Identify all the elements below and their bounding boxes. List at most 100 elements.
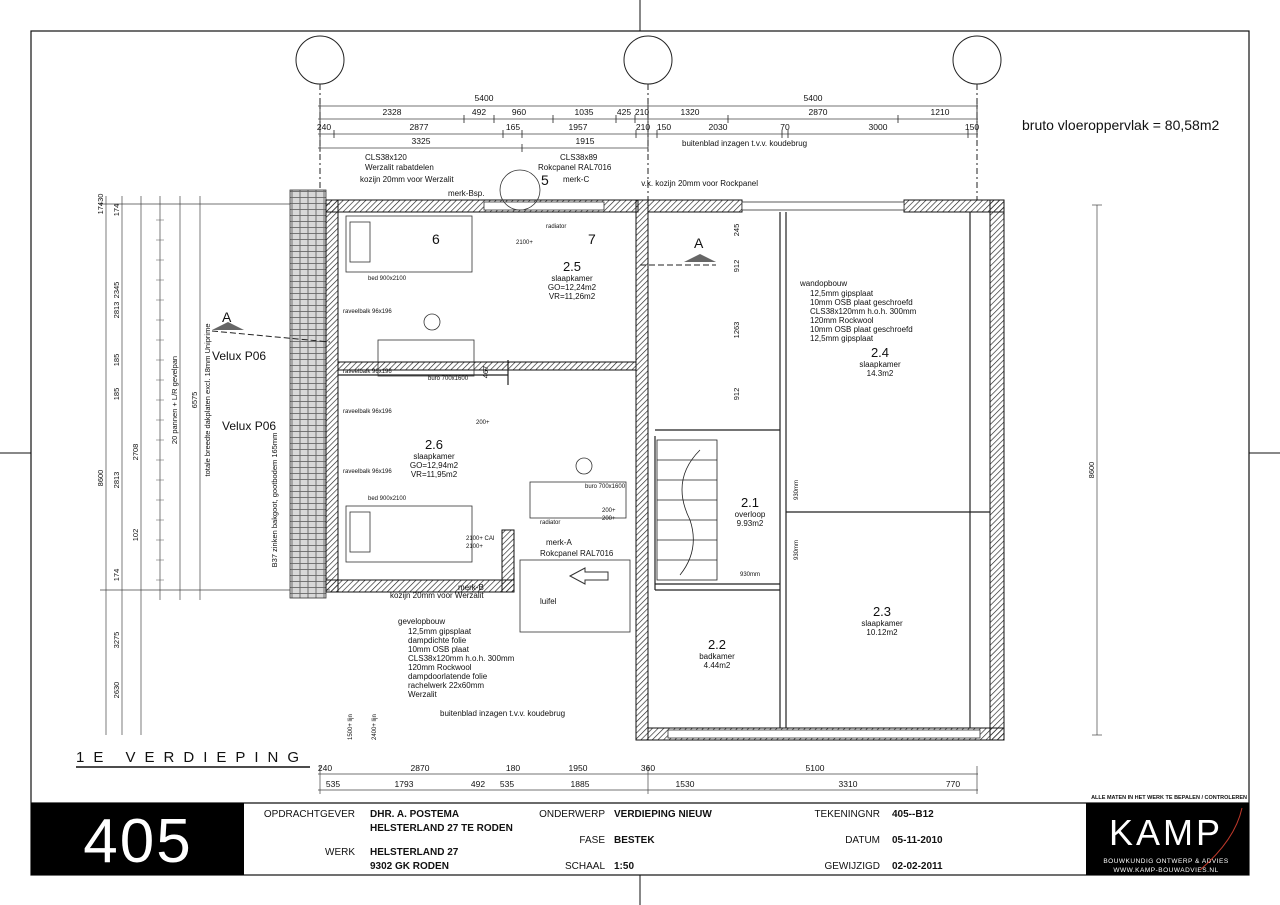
room-2-4-name: slaapkamer	[859, 360, 901, 369]
bottom-dimensions	[318, 766, 978, 794]
wand-line-3: CLS38x120mm h.o.h. 300mm	[810, 307, 917, 316]
dim-top-r2-9: 3000	[869, 122, 888, 132]
room-2-3-number: 2.3	[873, 604, 891, 619]
door-1: 930mm	[740, 572, 760, 578]
dim-bottom-r2-1: 535	[326, 779, 340, 789]
ann-merk-c: merk-C	[563, 175, 589, 184]
logo-swoosh	[1199, 807, 1243, 871]
ann-buro-2: buro 700x1600	[585, 484, 626, 490]
wand-line-6: 12,5mm gipsplaat	[810, 334, 874, 343]
dim-top-r1-3: 960	[512, 107, 526, 117]
ann-raveelbalk-4: raveelbalk 96x196	[343, 469, 392, 475]
furniture	[345, 215, 627, 563]
wand-line-5: 10mm OSB plaat geschroefd	[810, 325, 913, 334]
gevel-title: gevelopbouw	[398, 617, 445, 626]
dim-right-height: 8600	[1087, 462, 1096, 479]
room-2-5-number: 2.5	[563, 259, 581, 274]
dim-top-r1-7: 1320	[681, 107, 700, 117]
marker-7: 7	[588, 231, 596, 247]
dim-left-7: 2708	[131, 444, 140, 461]
spot-6: 200+	[602, 516, 616, 522]
company-logo: KAMP	[1109, 812, 1223, 853]
dim-bottom-r1-4: 1950	[569, 763, 588, 773]
door-3: 930mm	[794, 540, 800, 560]
dim-top-r2-4: 1957	[569, 122, 588, 132]
dim-left-4: 185	[112, 354, 121, 367]
section-a-left: A	[222, 309, 232, 325]
section-marker-left	[211, 322, 331, 343]
dim-top-r1-8: 2870	[809, 107, 828, 117]
left-note-roof: totale breedte dakplaten excl. 18mm Unip…	[203, 324, 212, 477]
room-2-5: 2.5 slaapkamer GO=12,24m2 VR=11,26m2	[548, 259, 597, 301]
dim-int-1: 912	[732, 260, 741, 273]
dim-top-total-right: 5400	[804, 93, 823, 103]
spot-5: 200+	[602, 508, 616, 514]
dim-bottom-r1-2: 2870	[411, 763, 430, 773]
spot-7: 1500+ lijn	[348, 714, 354, 740]
dim-int-4: 467	[481, 366, 490, 379]
dim-top-r1-9: 1210	[931, 107, 950, 117]
right-dimension	[1092, 204, 1102, 736]
company-web: WWW.KAMP-BOUWADVIES.NL	[1113, 867, 1218, 874]
marker-5: 5	[541, 172, 549, 188]
tb-schaal: 1:50	[614, 861, 634, 872]
room-2-2-name: badkamer	[699, 652, 735, 661]
entrance-arrow-icon	[568, 567, 609, 585]
dim-bottom-r1-1: 240	[318, 763, 332, 773]
ann-raveelbalk-2: raveelbalk 96x196	[343, 369, 392, 375]
room-2-6-number: 2.6	[425, 437, 443, 452]
disclaimer: ALLE MATEN IN HET WERK TE BEPALEN / CONT…	[1091, 795, 1247, 801]
dim-top-r2-6: 150	[657, 122, 671, 132]
dim-bottom-r2-3: 492	[471, 779, 485, 789]
room-2-6-area-go: GO=12,94m2	[410, 461, 459, 470]
ann-vk-kozijn-visible: v.k. kozijn 20mm voor Rockpanel	[641, 179, 758, 188]
ann-buitenblad-bottom: buitenblad inzagen t.v.v. koudebrug	[440, 709, 565, 718]
ann-radiator-2: radiator	[540, 520, 560, 526]
dim-top-r1-5: 425	[617, 107, 631, 117]
canopy	[519, 559, 631, 633]
dim-left-2: 174	[112, 204, 121, 217]
gevel-line-3: 10mm OSB plaat	[408, 645, 470, 654]
dim-bottom-r2-4: 535	[500, 779, 514, 789]
tb-werk-label: WERK	[325, 847, 355, 858]
dim-top-r2-7: 2030	[709, 122, 728, 132]
dim-top-r1-4: 1035	[575, 107, 594, 117]
tb-opdrachtgever-1: DHR. A. POSTEMA	[370, 809, 459, 820]
dim-bottom-r2-7: 3310	[839, 779, 858, 789]
ann-rokpanel-2: Rokcpanel RAL7016	[540, 549, 614, 558]
room-2-5-name: slaapkamer	[551, 274, 593, 283]
ann-buro-1: buro 700x1600	[428, 376, 469, 382]
spot-3: 2100+ CAI	[466, 536, 495, 542]
roof-tiles	[289, 189, 327, 599]
dim-left-3: 2345	[112, 282, 121, 299]
gevel-line-2: dampdichte folie	[408, 636, 467, 645]
room-2-1-name: overloop	[735, 510, 766, 519]
tb-gewijzigd-label: GEWIJZIGD	[824, 861, 880, 872]
dim-bottom-r2-8: 770	[946, 779, 960, 789]
logo-number: 405	[83, 807, 192, 876]
room-2-3-name: slaapkamer	[861, 619, 903, 628]
room-2-1: 2.1 overloop 9.93m2	[735, 495, 766, 528]
dim-left-10: 3275	[112, 632, 121, 649]
room-2-4: 2.4 slaapkamer 14.3m2	[859, 345, 901, 378]
drawing-title: 1E VERDIEPING	[76, 749, 308, 766]
room-2-6: 2.6 slaapkamer GO=12,94m2 VR=11,95m2	[410, 437, 459, 479]
dim-left-6: 8600	[96, 470, 105, 487]
spot-8: 2400+ lijn	[372, 714, 378, 740]
ann-bed-2: bed 900x2100	[368, 496, 407, 502]
dim-left-8: 102	[131, 529, 140, 542]
marker-6: 6	[432, 231, 440, 247]
tb-opdrachtgever-2: HELSTERLAND 27 TE RODEN	[370, 823, 513, 834]
dim-int-2: 1263	[732, 322, 741, 339]
room-2-3-area: 10.12m2	[866, 628, 898, 637]
dim-top-r2-8: 70	[780, 122, 790, 132]
ann-radiator-1: radiator	[546, 224, 566, 230]
ann-raveelbalk-1: raveelbalk 96x196	[343, 309, 392, 315]
dim-top-r1-1: 2328	[383, 107, 402, 117]
dim-top-r3-1: 3325	[412, 136, 431, 146]
section-marker-right	[640, 254, 716, 266]
gross-floor-area: bruto vloeroppervlak = 80,58m2	[1022, 117, 1219, 133]
velux-label-1: Velux P06	[212, 349, 266, 363]
velux-label-2: Velux P06	[222, 419, 276, 433]
